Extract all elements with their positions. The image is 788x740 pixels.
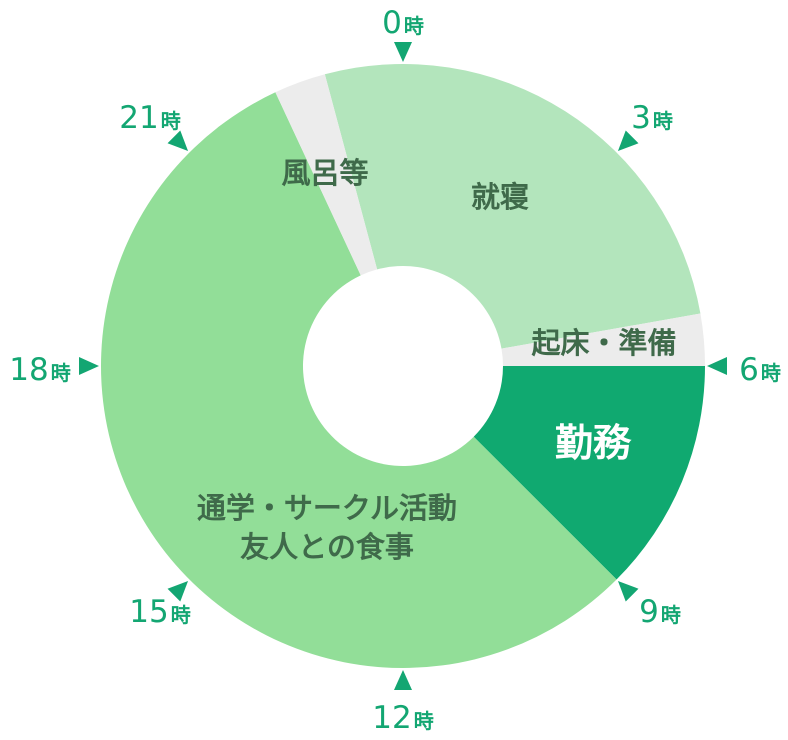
- segment-label-bath: 風呂等: [281, 156, 368, 190]
- tick-arrow-icon: [167, 130, 189, 152]
- tick-arrow-icon: [617, 580, 639, 602]
- segment-label-sleep: 就寝: [471, 180, 529, 214]
- donut-segment: [101, 92, 617, 668]
- segment-label-wake-prep: 起床・準備: [531, 326, 676, 360]
- segment-label-school-line1: 通学・サークル活動: [197, 491, 457, 525]
- tick-arrow-icon: [617, 130, 639, 152]
- tick-arrow-icon: [167, 580, 189, 602]
- tick-arrow-icon: [707, 357, 727, 375]
- segment-label-school-line2: 友人との食事: [240, 530, 414, 564]
- tick-arrow-icon: [79, 357, 99, 375]
- tick-arrow-icon: [394, 670, 412, 690]
- tick-arrow-icon: [394, 42, 412, 62]
- donut-segment: [473, 366, 705, 580]
- donut-segment: [324, 63, 701, 349]
- segment-label-work: 勤務: [555, 421, 632, 465]
- donut-segment: [275, 74, 378, 276]
- donut-segments: [101, 63, 705, 668]
- donut-segment: [501, 313, 705, 366]
